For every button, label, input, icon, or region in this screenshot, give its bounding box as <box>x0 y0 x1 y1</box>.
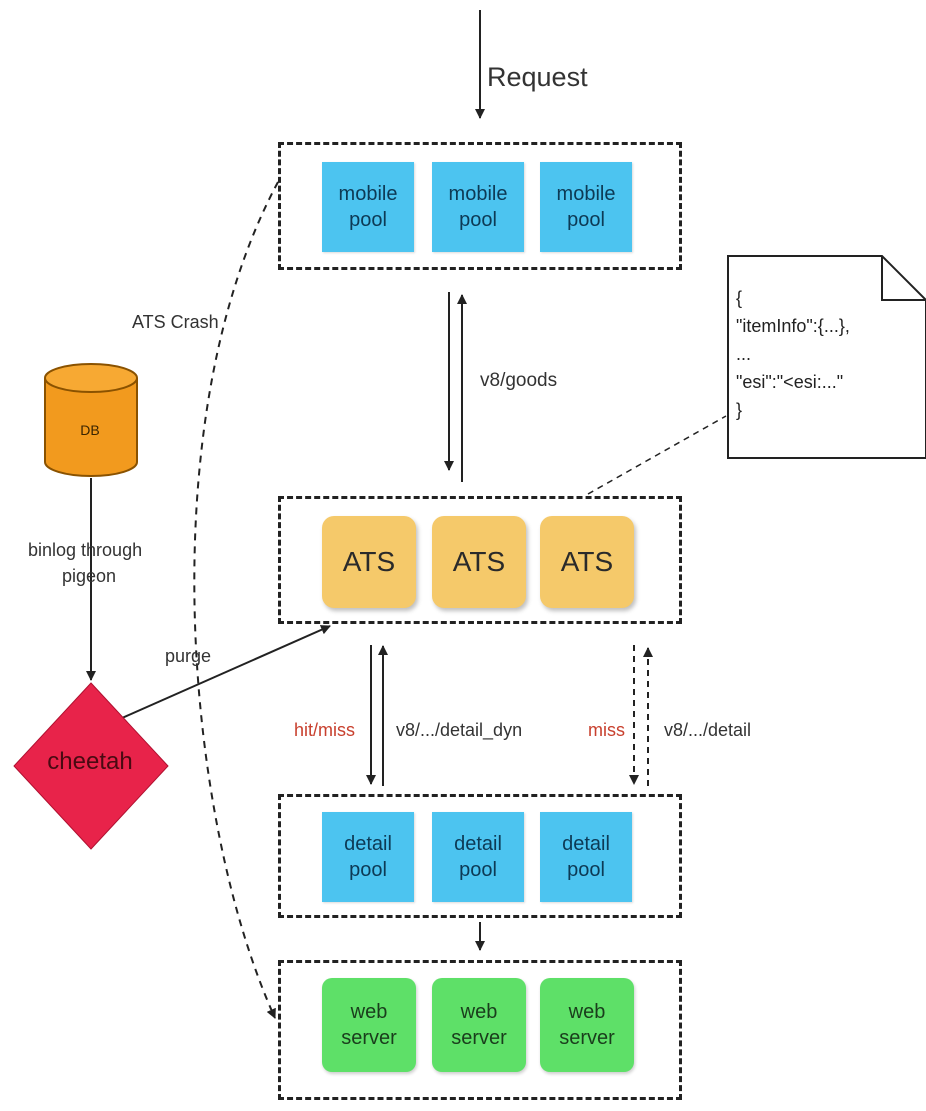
detail-pool-group <box>278 794 682 918</box>
binlog-label-line2: pigeon <box>62 566 117 586</box>
ats-crash-curve <box>193 181 279 1019</box>
hit-miss-label: hit/miss <box>294 720 356 740</box>
mobile-pool-group <box>278 142 682 270</box>
cheetah-diamond <box>13 682 169 850</box>
miss-label: miss <box>588 720 625 740</box>
ats-crash-label: ATS Crash <box>132 312 219 332</box>
detail-label: v8/.../detail <box>664 720 752 740</box>
ats-box: ATS <box>540 516 634 608</box>
cheetah-label: cheetah <box>47 748 133 775</box>
ats-box: ATS <box>322 516 416 608</box>
ats-box: ATS <box>432 516 526 608</box>
binlog-label-line1: binlog through <box>28 540 143 560</box>
note-text: { "itemInfo":{...}, ... "esi":"<esi:..."… <box>736 288 850 420</box>
purge-arrow <box>121 625 331 719</box>
db-label: DB <box>80 422 100 438</box>
db-icon <box>44 363 138 477</box>
detail-dyn-label: v8/.../detail_dyn <box>396 720 523 740</box>
purge-label: purge <box>165 646 212 666</box>
ats-group <box>278 496 682 624</box>
request-label: Request <box>487 62 588 92</box>
v8-goods-label: v8/goods <box>480 370 558 391</box>
note-document-icon <box>727 255 926 459</box>
web-server-group <box>278 960 682 1100</box>
note-connector <box>587 415 727 495</box>
